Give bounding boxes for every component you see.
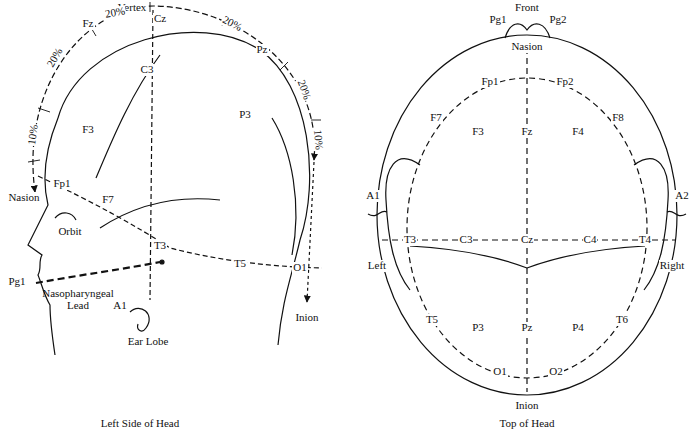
electrode-label: A1 xyxy=(112,300,127,312)
percent-label: 20% xyxy=(219,14,244,35)
electrode-label: Pg2 xyxy=(548,14,567,26)
electrode-label: Cz xyxy=(153,13,167,25)
electrode-label: Cz xyxy=(520,234,534,246)
central-sulcus xyxy=(96,55,160,178)
landmark-label: Nasion xyxy=(7,192,40,204)
electrode-label: T3 xyxy=(403,234,417,246)
electrode-label: O1 xyxy=(292,262,307,274)
electrode-label: Pz xyxy=(256,44,269,56)
percent-label: 20% xyxy=(295,78,313,103)
nasopharyngeal-lead xyxy=(36,262,160,283)
landmark-label: Front xyxy=(514,2,540,14)
percent-label: 20% xyxy=(103,5,127,20)
temporal-chain xyxy=(38,176,322,268)
landmark-label: Inion xyxy=(514,400,539,412)
occipital-line xyxy=(272,118,296,255)
landmark-label: Inion xyxy=(294,312,319,324)
nose xyxy=(505,24,550,38)
electrode-label: T4 xyxy=(638,234,652,246)
electrode-label: F8 xyxy=(611,112,625,124)
electrode-label: O1 xyxy=(492,366,507,378)
electrode-label: F7 xyxy=(429,112,443,124)
electrode-label: C3 xyxy=(140,64,155,76)
left-ear xyxy=(386,159,420,290)
side-label: Left xyxy=(367,260,387,272)
electrode-label: A2 xyxy=(674,190,689,202)
electrode-label: Fz xyxy=(82,18,95,30)
electrode-label: Fp2 xyxy=(555,76,574,88)
electrode-label: Fz xyxy=(521,126,534,138)
electrode-label: P3 xyxy=(471,322,485,334)
lead-tip xyxy=(160,260,164,264)
electrode-label: Fp1 xyxy=(480,76,499,88)
electrode-label: Fp1 xyxy=(52,178,71,190)
electrode-label: F3 xyxy=(81,124,95,136)
electrode-label: T5 xyxy=(425,314,439,326)
electrode-label: C4 xyxy=(583,234,598,246)
electrode-label: F4 xyxy=(571,126,585,138)
sylvian-line xyxy=(100,199,220,228)
landmark-label: Ear Lobe xyxy=(127,336,170,348)
face-profile xyxy=(28,118,58,355)
landmark-label: Nasion xyxy=(510,41,543,53)
electrode-label: Pg1 xyxy=(7,276,26,288)
caption: Top of Head xyxy=(499,418,556,430)
orbit-line xyxy=(55,213,76,220)
electrode-label: F7 xyxy=(101,194,115,206)
electrode-label: C3 xyxy=(459,234,474,246)
tick xyxy=(28,2,321,162)
electrode-label: F3 xyxy=(471,126,485,138)
electrode-label: P3 xyxy=(238,109,252,121)
electrode-label: Pz xyxy=(521,322,534,334)
central-arc xyxy=(410,246,645,268)
landmark-label: Orbit xyxy=(57,226,82,238)
electrode-label: O2 xyxy=(548,366,563,378)
a1-lobe xyxy=(368,211,387,216)
head-outline xyxy=(377,35,677,395)
midline xyxy=(526,48,527,392)
electrode-label: Pg1 xyxy=(488,14,507,26)
percent-label: 10% xyxy=(26,123,41,147)
a2-lobe xyxy=(667,211,686,216)
lead-label: Nasopharyngeal Lead xyxy=(35,288,121,311)
percent-label: 10% xyxy=(311,128,324,151)
electrode-label: P4 xyxy=(571,322,585,334)
measure-arc xyxy=(33,6,315,192)
electrode-label: T6 xyxy=(615,314,629,326)
electrode-label: A1 xyxy=(365,190,380,202)
side-label: Right xyxy=(659,260,685,272)
inion-lead xyxy=(307,162,314,302)
caption: Left Side of Head xyxy=(100,418,181,430)
electrode-label: T5 xyxy=(233,258,247,270)
coronal-line xyxy=(150,10,153,300)
ear-lobe xyxy=(130,308,149,331)
electrode-label: T3 xyxy=(153,240,167,252)
percent-label: 20% xyxy=(44,46,65,71)
